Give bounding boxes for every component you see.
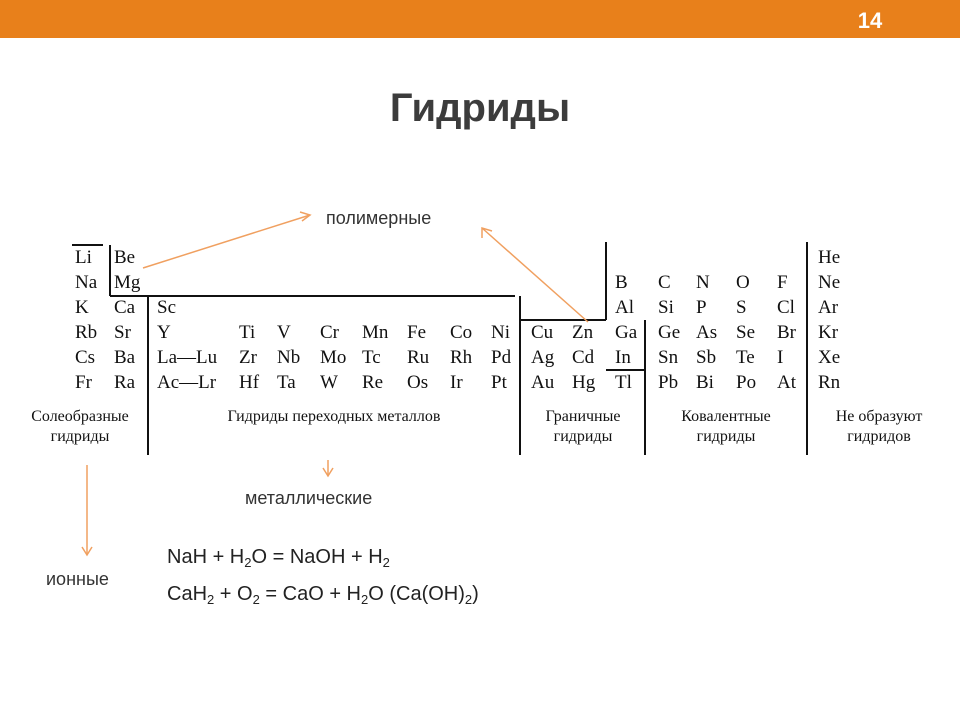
element: Pd [491,347,512,368]
element: Hf [239,372,260,393]
element: Cs [75,347,96,368]
element: Zr [239,347,257,368]
element: Ru [407,347,430,368]
element: At [777,372,796,393]
element: Se [736,322,755,343]
slide-number: 14 [857,8,883,33]
element: Co [450,322,473,343]
element: Sb [696,347,717,368]
equation-2: CaH2 + O2 = CaO + H2O (Ca(OH)2) [167,583,479,607]
element: V [277,322,291,343]
element: C [658,272,671,293]
element: Ta [277,372,296,393]
group-caption-transition: Гидриды переходных металлов [227,408,441,425]
element: Ac—Lr [157,372,217,393]
element: Tc [362,347,381,368]
element: Ag [531,347,555,368]
polymeric-label: полимерные [326,208,432,228]
group-caption-covalent: Ковалентные гидриды [681,408,771,445]
element: Al [615,297,634,318]
element: Ge [658,322,681,343]
element: Pb [658,372,679,393]
element: Au [531,372,555,393]
element: Rb [75,322,98,343]
element: Rh [450,347,473,368]
element: Mo [320,347,347,368]
element: Ra [114,372,136,393]
group-caption-saltlike: Солеобразные гидриды [31,408,129,445]
element: B [615,272,628,293]
element: Cu [531,322,554,343]
element: Br [777,322,796,343]
element: Te [736,347,755,368]
element: Ba [114,347,136,368]
element: Nb [277,347,301,368]
element: Ar [818,297,839,318]
slide-title: Гидриды [389,86,571,130]
element: Zn [572,322,594,343]
element: Mn [362,322,389,343]
element: Sc [157,297,176,318]
group-caption-none: Не образуют гидридов [835,408,923,445]
element: Xe [818,347,841,368]
top-bar [0,0,960,38]
element: Be [114,247,136,268]
element: W [320,372,338,393]
element: Cd [572,347,595,368]
element: Pt [491,372,507,393]
element: Sr [114,322,131,343]
element: He [818,247,841,268]
element: La—Lu [157,347,218,368]
element: In [615,347,631,368]
group-caption-boundary: Граничные гидриды [545,408,621,445]
equation-1: NaH + H2O = NaOH + H2 [167,546,390,570]
metallic-label: металлические [245,488,373,508]
element: I [777,347,784,368]
element: Rn [818,372,841,393]
element: Bi [696,372,714,393]
element: K [75,297,89,318]
element: Tl [615,372,632,393]
ionic-label: ионные [46,569,109,589]
element: Ne [818,272,841,293]
element: F [777,272,788,293]
element: Si [658,297,674,318]
element: Fe [407,322,426,343]
element: Y [157,322,171,343]
element: Mg [114,272,141,293]
element: Cl [777,297,795,318]
element: Kr [818,322,839,343]
element: Re [362,372,384,393]
element: Li [75,247,92,268]
element: As [696,322,718,343]
element: P [696,297,707,318]
element: Sn [658,347,679,368]
element: Po [736,372,757,393]
element: Na [75,272,98,293]
element: Ti [239,322,256,343]
element: O [736,272,750,293]
element: Ca [114,297,136,318]
element: Fr [75,372,92,393]
element: S [736,297,747,318]
element: N [696,272,710,293]
element: Ni [491,322,510,343]
element: Ir [450,372,463,393]
element: Cr [320,322,339,343]
element: Hg [572,372,596,393]
element: Ga [615,322,638,343]
element: Os [407,372,429,393]
